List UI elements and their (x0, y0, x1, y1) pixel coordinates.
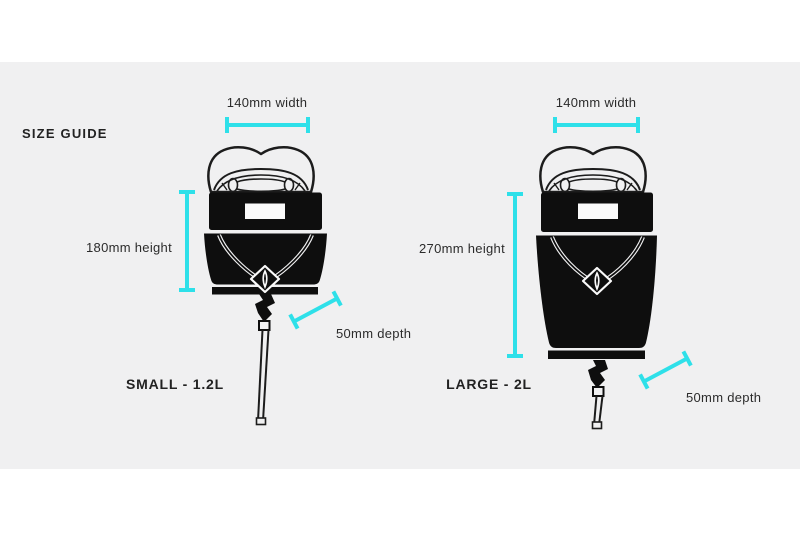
small-width-measure-line (225, 117, 310, 133)
small-height-label: 180mm height (86, 240, 172, 255)
small-bag-illustration (204, 145, 327, 426)
large-width-measure-line (553, 117, 640, 133)
small-product-name: SMALL - 1.2L (125, 376, 225, 392)
size-guide-panel (0, 62, 800, 469)
page-title: SIZE GUIDE (22, 126, 108, 141)
small-depth-label: 50mm depth (336, 326, 412, 341)
large-width-label: 140mm width (555, 95, 637, 110)
large-bag-illustration (536, 145, 657, 430)
small-width-label: 140mm width (226, 95, 308, 110)
large-height-label: 270mm height (419, 241, 505, 256)
small-height-measure-line (179, 190, 195, 292)
large-depth-label: 50mm depth (686, 390, 762, 405)
large-product-name: LARGE - 2L (446, 376, 532, 392)
large-height-measure-line (507, 192, 523, 358)
